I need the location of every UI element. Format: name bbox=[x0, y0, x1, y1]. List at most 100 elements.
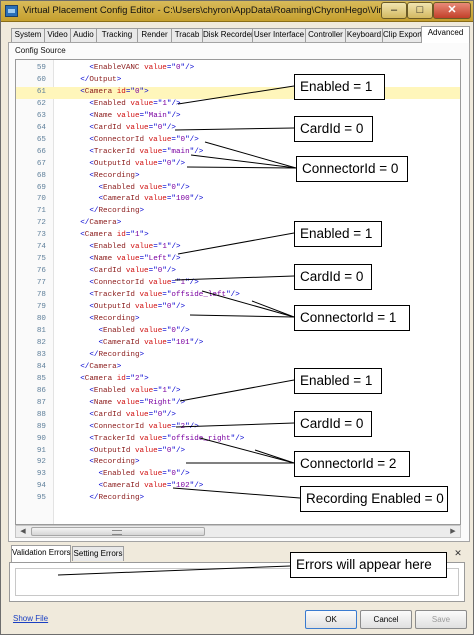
code-line[interactable]: 78<TrackerId value="offside_left"/> bbox=[16, 290, 460, 302]
code-line[interactable]: 79<OutputId value="0"/> bbox=[16, 302, 460, 314]
tab-tracab[interactable]: Tracab bbox=[171, 28, 203, 42]
code-text: </Camera> bbox=[62, 218, 121, 230]
code-line[interactable]: 72 </Camera> bbox=[16, 218, 460, 230]
xml-quote: " bbox=[162, 123, 167, 132]
xml-bracket: > bbox=[139, 350, 145, 359]
code-line[interactable]: 74<Enabled value="1"/> bbox=[16, 242, 460, 254]
xml-bracket: < bbox=[98, 338, 104, 347]
xml-tag-name: Output bbox=[89, 75, 117, 84]
tab-user-interface[interactable]: User Interface bbox=[252, 28, 306, 42]
scrollbar-thumb[interactable] bbox=[31, 527, 205, 536]
code-text: <OutputId value="0"/> bbox=[62, 159, 185, 171]
code-line[interactable]: 63<Name value="Main"/> bbox=[16, 111, 460, 123]
code-line[interactable]: 91<OutputId value="0"/> bbox=[16, 446, 460, 458]
xml-tag-name: Recording bbox=[93, 171, 135, 180]
xml-quote: " bbox=[166, 99, 172, 108]
code-line[interactable]: 59<EnableVANC value="0"/> bbox=[16, 63, 460, 75]
cancel-button[interactable]: Cancel bbox=[360, 610, 412, 629]
code-text: </Recording> bbox=[62, 350, 144, 362]
code-line[interactable]: 86<Enabled value="1"/> bbox=[16, 386, 460, 398]
xml-bracket: > bbox=[134, 315, 140, 324]
code-line[interactable]: 62<Enabled value="1"/> bbox=[16, 99, 460, 111]
xml-tag-name: ConnectorId bbox=[93, 135, 145, 144]
xml-attribute-value: 0 bbox=[171, 326, 176, 335]
code-text: <Camera id="0"> bbox=[62, 87, 148, 99]
tab-keyboard[interactable]: Keyboard bbox=[345, 28, 383, 42]
save-button[interactable]: Save bbox=[415, 610, 467, 629]
tab-render[interactable]: Render bbox=[137, 28, 172, 42]
callout-cam2-connectorid: ConnectorId = 2 bbox=[294, 451, 410, 477]
xml-bracket: < bbox=[89, 64, 94, 72]
xml-bracket: < bbox=[98, 195, 104, 204]
code-line[interactable]: 76<CardId value="0"/> bbox=[16, 266, 460, 278]
code-line[interactable]: 88<CardId value="0"/> bbox=[16, 410, 460, 422]
tab-controller[interactable]: Controller bbox=[305, 28, 346, 42]
tab-audio[interactable]: Audio bbox=[70, 28, 97, 42]
code-line[interactable]: 71</Recording> bbox=[16, 206, 460, 218]
code-line[interactable]: 68<Recording> bbox=[16, 171, 460, 183]
ok-button[interactable]: OK bbox=[305, 610, 357, 629]
show-file-link[interactable]: Show File bbox=[13, 614, 49, 623]
tab-disk-recorder[interactable]: Disk Recorder bbox=[202, 28, 253, 42]
maximize-button[interactable]: □ bbox=[407, 2, 433, 19]
scroll-left-arrow-icon[interactable]: ◀ bbox=[20, 528, 26, 535]
xml-bracket: < bbox=[89, 99, 94, 108]
xml-bracket: /> bbox=[171, 386, 181, 395]
code-line[interactable]: 65<ConnectorId value="0"/> bbox=[16, 135, 460, 147]
code-line[interactable]: 80<Recording> bbox=[16, 314, 460, 326]
xml-equals: =" bbox=[162, 147, 172, 156]
tab-validation-errors[interactable]: Validation Errors bbox=[11, 545, 71, 562]
code-text: <ConnectorId value="2"/> bbox=[62, 422, 198, 434]
close-button[interactable]: ✕ bbox=[433, 2, 471, 19]
xml-attribute-value: Main bbox=[148, 111, 167, 120]
tab-system[interactable]: System bbox=[11, 28, 45, 42]
xml-attribute-name: id bbox=[116, 231, 126, 240]
code-lines: 59<EnableVANC value="0"/>60</Output>61<C… bbox=[16, 63, 460, 505]
code-line[interactable]: 67<OutputId value="0"/> bbox=[16, 159, 460, 171]
xml-bracket: /> bbox=[180, 183, 190, 192]
code-line[interactable]: 84</Camera> bbox=[16, 362, 460, 374]
xml-bracket: < bbox=[89, 386, 94, 395]
code-line[interactable]: 75<Name value="Left"/> bbox=[16, 254, 460, 266]
tab-advanced[interactable]: Advanced bbox=[421, 26, 470, 43]
tab-setting-errors[interactable]: Setting Errors bbox=[72, 546, 124, 561]
code-line[interactable]: 61<Camera id="0"> bbox=[16, 86, 460, 99]
code-text: <CardId value="0"/> bbox=[62, 410, 176, 422]
xml-equals: =" bbox=[166, 482, 176, 491]
close-panel-icon[interactable]: ✕ bbox=[454, 548, 462, 558]
horizontal-scrollbar[interactable]: ◀ ▶ bbox=[15, 525, 461, 538]
code-line[interactable]: 82<CameraId value="101"/> bbox=[16, 338, 460, 350]
scroll-right-arrow-icon[interactable]: ▶ bbox=[450, 528, 456, 535]
tab-video[interactable]: Video bbox=[44, 28, 71, 42]
code-text: <CameraId value="101"/> bbox=[62, 338, 203, 350]
code-line[interactable]: 73<Camera id="1"> bbox=[16, 230, 460, 242]
code-line[interactable]: 64<CardId value="0"/> bbox=[16, 123, 460, 135]
tab-tracking[interactable]: Tracking bbox=[96, 28, 138, 42]
code-line[interactable]: 89<ConnectorId value="2"/> bbox=[16, 422, 460, 434]
code-line[interactable]: 85<Camera id="2"> bbox=[16, 374, 460, 386]
code-text: <CardId value="0"/> bbox=[62, 123, 176, 135]
code-line[interactable]: 95</Recording> bbox=[16, 493, 460, 505]
tab-clip-export[interactable]: Clip Export bbox=[382, 28, 422, 42]
code-line[interactable]: 93<Enabled value="0"/> bbox=[16, 469, 460, 481]
callout-cam2-enabled: Enabled = 1 bbox=[294, 368, 382, 394]
xml-equals: =" bbox=[171, 135, 181, 144]
code-line[interactable]: 66<TrackerId value="main"/> bbox=[16, 147, 460, 159]
minimize-button[interactable]: – bbox=[381, 2, 407, 19]
code-line[interactable]: 90<TrackerId value="offside_right"/> bbox=[16, 434, 460, 446]
xml-bracket: /> bbox=[176, 159, 186, 168]
code-text: <Name value="Main"/> bbox=[62, 111, 180, 123]
code-line[interactable]: 81<Enabled value="0"/> bbox=[16, 326, 460, 338]
code-line[interactable]: 92<Recording> bbox=[16, 457, 460, 469]
code-line[interactable]: 70<CameraId value="100"/> bbox=[16, 194, 460, 206]
xml-tag-name: ConnectorId bbox=[93, 279, 145, 288]
code-line[interactable]: 94<CameraId value="102"/> bbox=[16, 481, 460, 493]
code-line[interactable]: 77<ConnectorId value="1"/> bbox=[16, 278, 460, 290]
code-line[interactable]: 69<Enabled value="0"/> bbox=[16, 183, 460, 195]
code-line[interactable]: 83</Recording> bbox=[16, 350, 460, 362]
code-line[interactable]: 60</Output> bbox=[16, 75, 460, 87]
line-number: 72 bbox=[36, 219, 46, 228]
xml-bracket: < bbox=[80, 374, 85, 383]
code-line[interactable]: 87<Name value="Right"/> bbox=[16, 398, 460, 410]
xml-attribute-name: value bbox=[134, 159, 158, 168]
